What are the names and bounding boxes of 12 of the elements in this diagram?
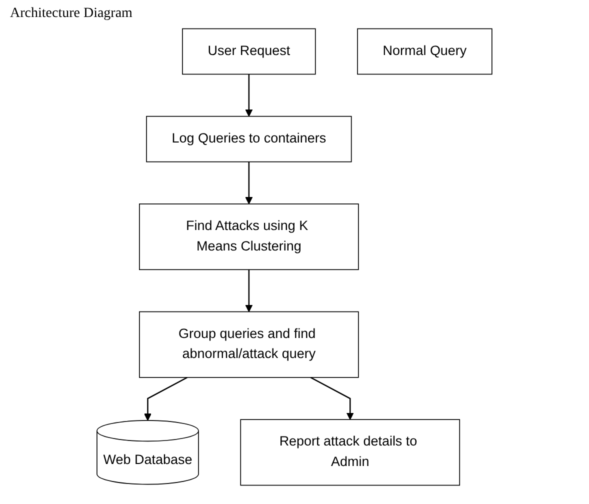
arrow (310, 376, 354, 420)
arrow (144, 376, 188, 421)
arrow (245, 162, 253, 204)
node-box: Log Queries to containers (146, 116, 352, 162)
node-box: Find Attacks using K Means Clustering (139, 204, 359, 270)
node-box: User Request (182, 28, 316, 75)
node-box: Normal Query (357, 28, 492, 75)
node-box: Group queries and find abnormal/attack query (139, 311, 359, 378)
diagram-title: Architecture Diagram (10, 6, 132, 22)
node-box: Report attack details to Admin (240, 419, 460, 486)
arrow (245, 270, 253, 312)
arrow (245, 74, 253, 117)
